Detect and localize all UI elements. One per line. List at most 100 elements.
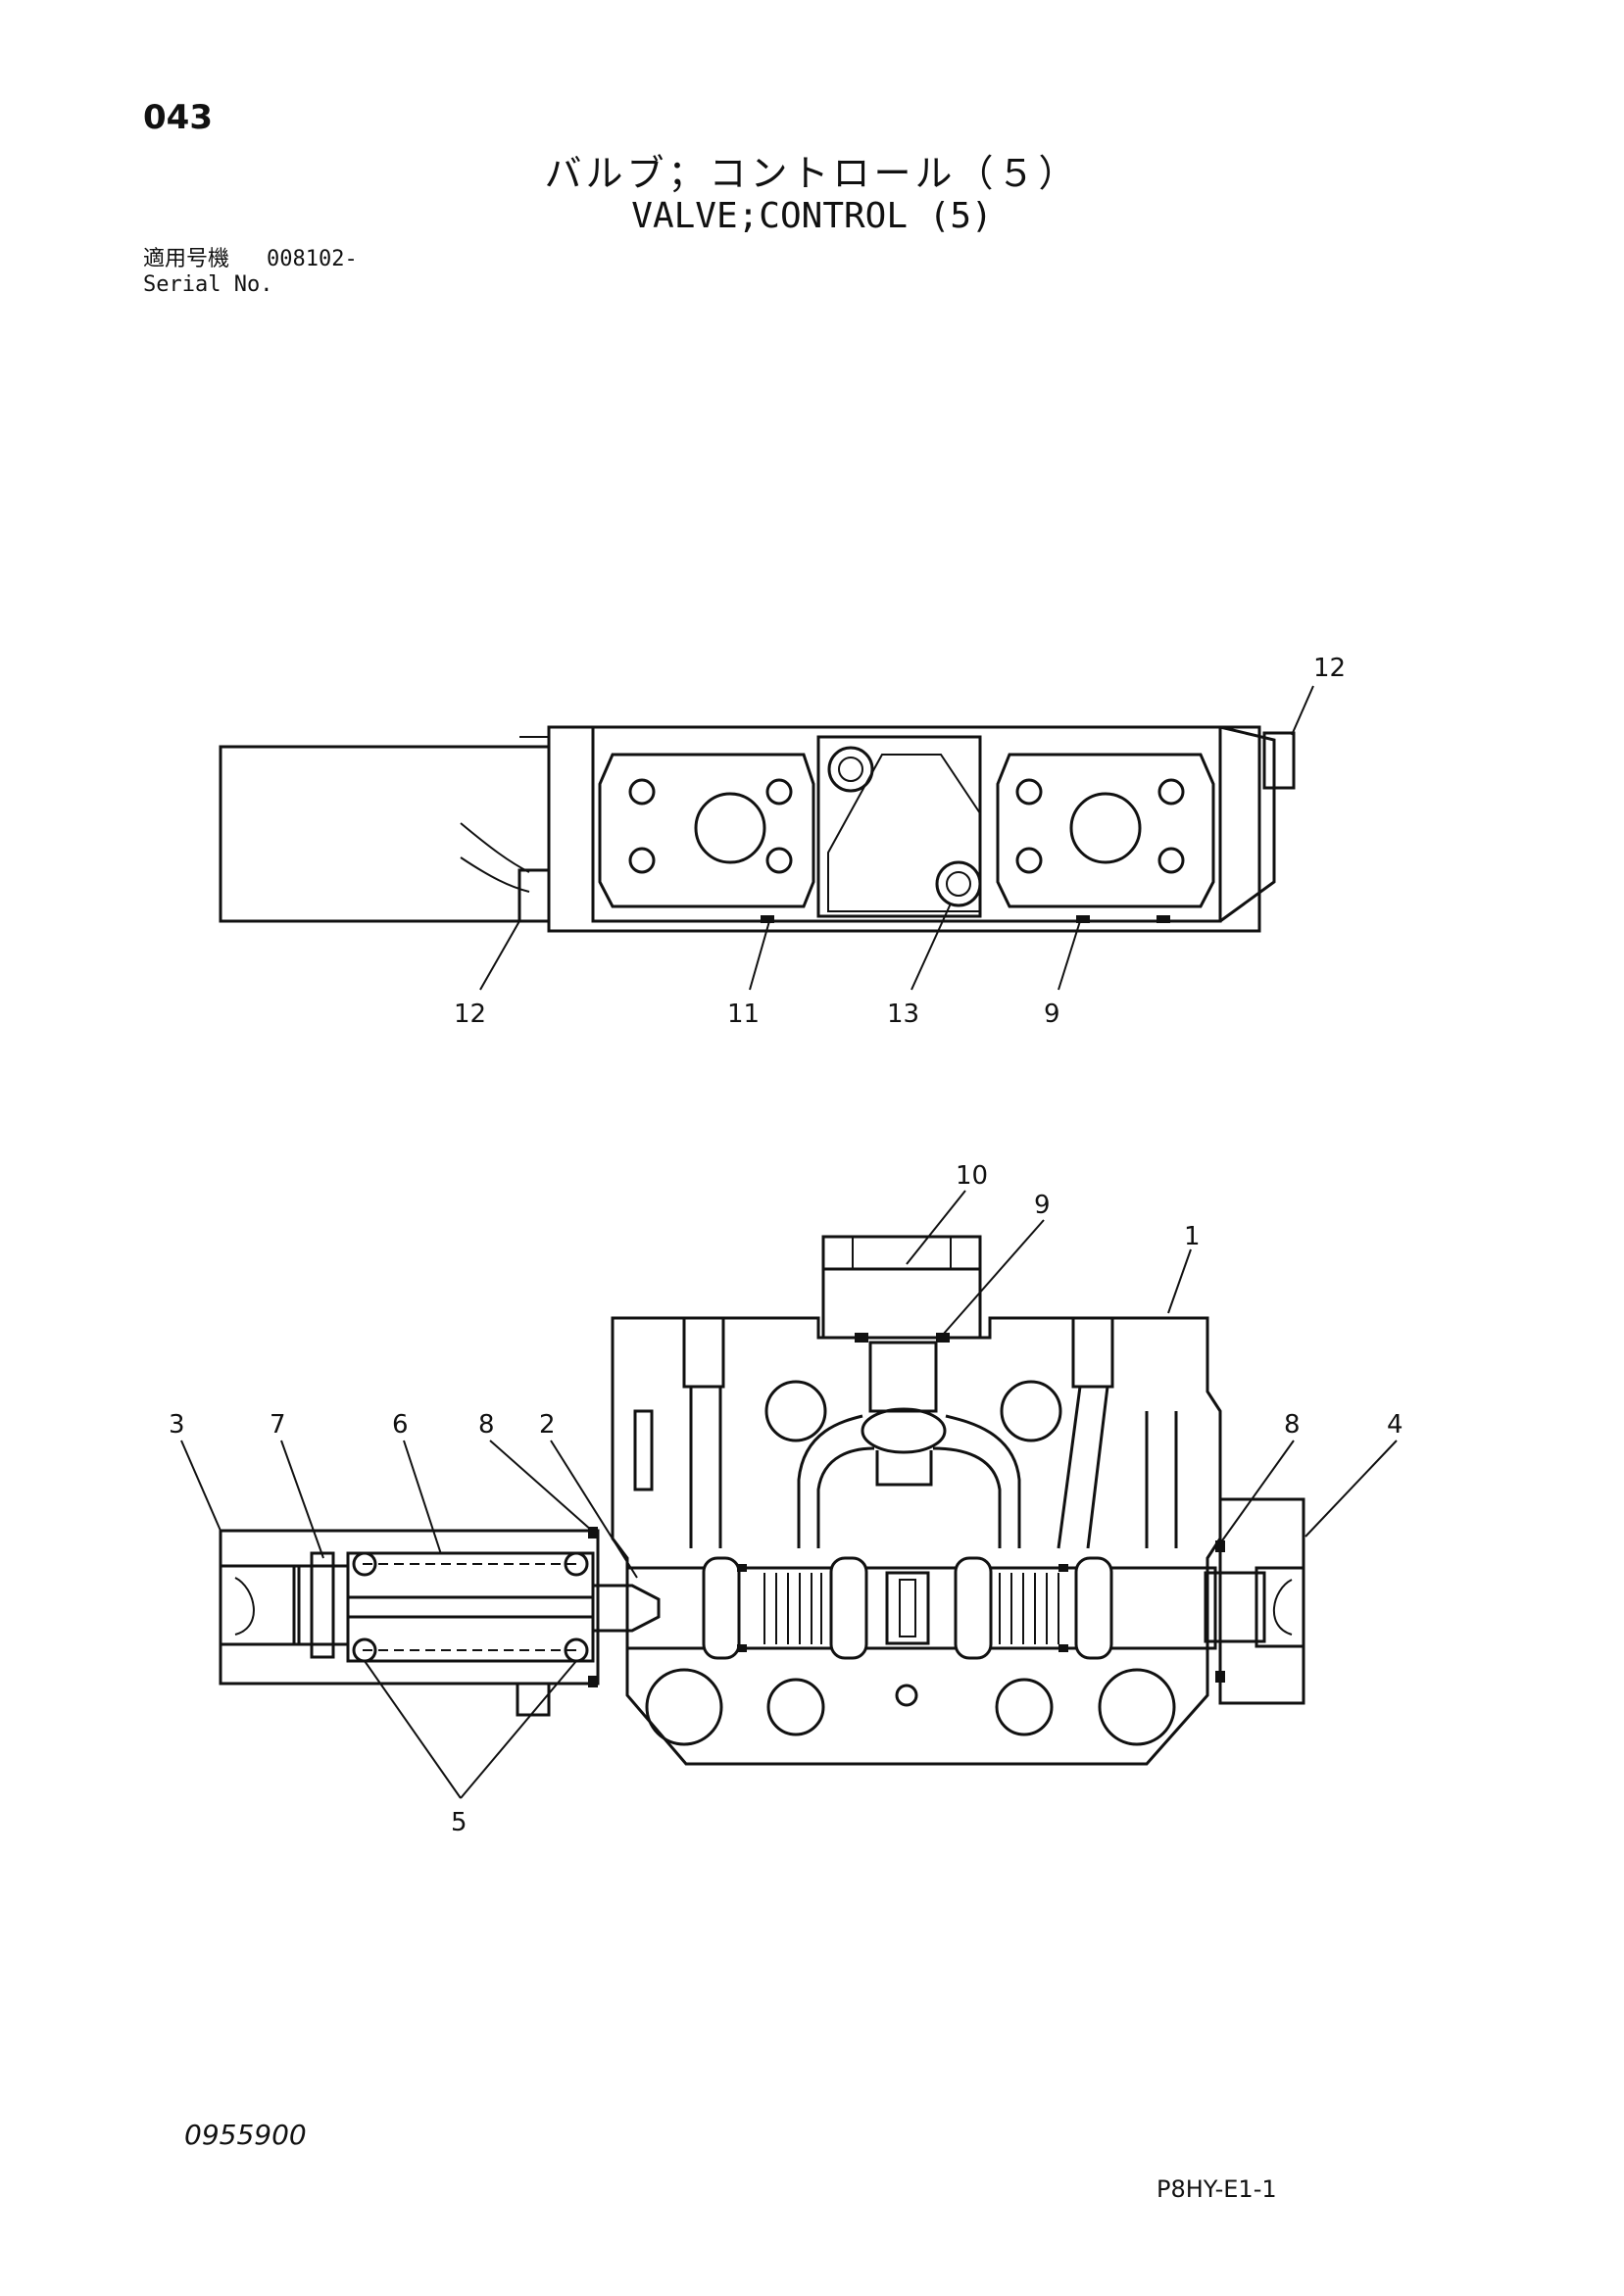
top-right-bolt-2: [1157, 778, 1185, 806]
right-cap-plug-curve: [1273, 1579, 1293, 1636]
spring-coil-2: [564, 1551, 589, 1577]
callout-8-right: 8: [1284, 1410, 1301, 1440]
callout-7: 7: [270, 1410, 286, 1440]
serial-value: 008102-: [267, 247, 358, 271]
passage-left: [689, 1387, 722, 1548]
bore-seal-1: [737, 1564, 747, 1572]
callout-11: 11: [727, 1000, 760, 1029]
leader-12-top: [1291, 685, 1314, 736]
callout-6: 6: [392, 1410, 409, 1440]
leader-9-top: [1058, 920, 1081, 991]
top-right-end: [1219, 725, 1276, 923]
hole-upper-right: [1000, 1380, 1062, 1442]
right-cap-plug: [1255, 1566, 1305, 1648]
top-seal-9: [1076, 915, 1090, 923]
callout-1: 1: [1184, 1222, 1201, 1251]
leader-9-section: [942, 1219, 1045, 1336]
top-center-diag: [827, 754, 981, 912]
top-seal-11: [761, 915, 774, 923]
top-right-tab: [1262, 731, 1296, 790]
top-plug-top-inner: [838, 757, 863, 782]
left-cap-plug-curve: [234, 1577, 255, 1636]
leader-8-right: [1219, 1440, 1295, 1544]
top-left-bolt-2: [765, 778, 793, 806]
top-right-bolt-1: [1015, 778, 1043, 806]
center-neck: [875, 1450, 933, 1487]
top-left-bolt-3: [628, 847, 656, 874]
top-view: 12 12 11 13 9: [219, 654, 1346, 1029]
arch-left-inner: [816, 1446, 875, 1548]
passage-right: [1057, 1386, 1109, 1549]
spool-bore: [625, 1566, 1217, 1650]
arch-left-outer: [797, 1414, 863, 1548]
leader-4: [1304, 1440, 1398, 1538]
spool-land-3: [954, 1556, 993, 1660]
callout-10: 10: [956, 1161, 988, 1191]
top-right-port: [1069, 792, 1142, 864]
cap-seal-left: [855, 1333, 868, 1343]
callout-9-section: 9: [1034, 1191, 1051, 1220]
title-english: VALVE;CONTROL (5): [631, 196, 993, 236]
arch-right-outer: [945, 1414, 1021, 1548]
top-left-tab: [517, 868, 551, 923]
spring-coil-1: [352, 1551, 377, 1577]
passage-far-right: [1145, 1411, 1178, 1548]
center-ball: [861, 1407, 947, 1454]
callout-12-top: 12: [1313, 654, 1346, 683]
callout-13: 13: [887, 1000, 919, 1029]
top-left-curve-2: [460, 856, 530, 893]
center-stem: [868, 1341, 938, 1413]
callout-3: 3: [169, 1410, 185, 1440]
top-left-flange: [598, 753, 815, 908]
bore-seal-3: [1058, 1564, 1068, 1572]
top-plug-bottom-inner: [946, 871, 971, 897]
arch-right-inner: [932, 1446, 1002, 1548]
spool-center-core: [885, 1571, 930, 1645]
top-left-bolt-4: [765, 847, 793, 874]
callout-5: 5: [451, 1808, 468, 1837]
hole-lower-4: [995, 1678, 1054, 1736]
bore-seal-4: [1058, 1644, 1068, 1652]
right-spool-end: [1204, 1571, 1266, 1643]
hole-lower-2: [766, 1678, 825, 1736]
passage-far-left: [633, 1409, 654, 1491]
leader-5-left: [364, 1660, 462, 1799]
document-number: 0955900: [184, 2119, 307, 2151]
title-japanese: バルブ；コントロール（５）: [544, 152, 1080, 195]
top-seal-right: [1156, 915, 1170, 923]
leader-5-right: [460, 1660, 577, 1799]
right-cap: [1218, 1497, 1305, 1705]
top-left-bolt-1: [628, 778, 656, 806]
leader-8-left: [489, 1440, 593, 1532]
top-plug-top: [827, 746, 874, 793]
leader-10: [906, 1190, 966, 1265]
spool-land-4: [1074, 1556, 1113, 1660]
top-right-flange: [996, 753, 1215, 908]
spring-seat-7: [310, 1551, 335, 1659]
hole-upper-left: [764, 1380, 827, 1442]
callout-8-left: 8: [478, 1410, 495, 1440]
passage-left-top: [682, 1316, 725, 1389]
top-cap: [821, 1235, 982, 1340]
hole-lower-1: [645, 1668, 723, 1746]
spring-chamber: [346, 1551, 595, 1663]
leader-6: [403, 1440, 442, 1555]
top-left-port: [694, 792, 766, 864]
top-right-bolt-3: [1015, 847, 1043, 874]
section-view: 10 9 1 3 7 6 8 2 8 4 5: [169, 1161, 1403, 1837]
callout-12-bottom: 12: [454, 1000, 486, 1029]
leader-1: [1167, 1248, 1192, 1314]
top-left-extension: [219, 745, 551, 923]
leader-2: [550, 1440, 638, 1579]
spool-land-2: [829, 1556, 868, 1660]
serial-label-jp: 適用号機: [143, 247, 230, 271]
hole-lower-3: [895, 1684, 918, 1707]
left-seal-8-bottom: [588, 1676, 598, 1687]
top-main-body: [547, 725, 1261, 933]
spool-grooves: [763, 1573, 1059, 1644]
callout-2: 2: [539, 1410, 556, 1440]
leader-11: [749, 920, 770, 991]
right-seal-8-top: [1215, 1540, 1225, 1552]
cap-seal-right: [936, 1333, 950, 1343]
